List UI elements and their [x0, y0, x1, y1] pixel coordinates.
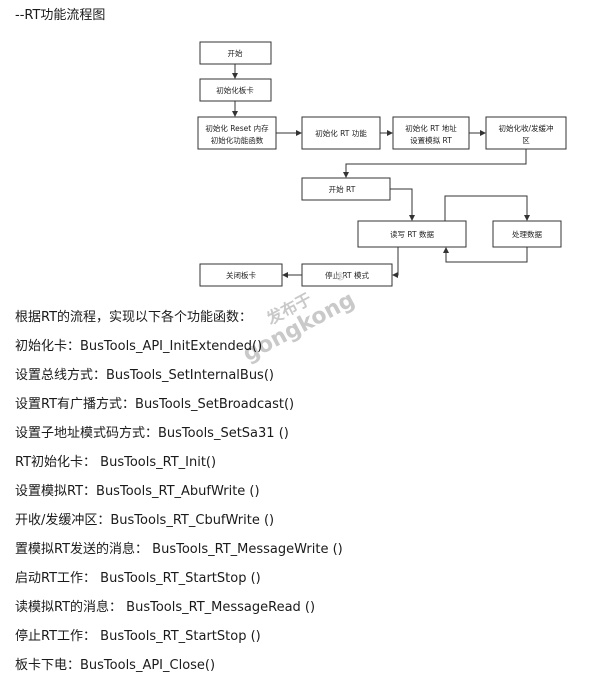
list-item: RT初始化卡： BusTools_RT_Init() — [15, 455, 217, 470]
node-init-rt — [301, 116, 381, 150]
edge-rw-stop — [392, 247, 399, 278]
node-rw-rt — [357, 220, 467, 248]
edge-process-rw — [443, 247, 528, 263]
edge-startrt-rw — [390, 188, 415, 221]
label-init-addr-2: 设置模拟 RT — [410, 135, 452, 145]
label-init-addr-1: 初始化 RT 地址 — [405, 123, 457, 133]
label-init-buf-2: 区 — [522, 136, 530, 145]
label-stop-rt: 停止 RT 模式 — [325, 270, 370, 280]
edge-buf-startrt — [343, 149, 527, 178]
list-item: 启动RT工作： BusTools_RT_StartStop () — [15, 571, 261, 586]
page-heading: --RT功能流程图 — [15, 8, 106, 23]
list-item: 开收/发缓冲区：BusTools_RT_CbufWrite () — [15, 513, 275, 528]
intro-text: 根据RT的流程，实现以下各个功能函数： — [15, 310, 253, 325]
label-close-card: 关闭板卡 — [226, 270, 256, 280]
list-item: 设置总线方式：BusTools_SetInternalBus() — [15, 368, 274, 383]
list-item: 读模拟RT的消息： BusTools_RT_MessageRead () — [15, 600, 316, 615]
list-item: 设置子地址模式码方式：BusTools_SetSa31 () — [15, 426, 289, 441]
edge-rw-process — [444, 195, 530, 221]
label-init-reset-2: 初始化功能函数 — [211, 135, 264, 145]
list-item: 置模拟RT发送的消息： BusTools_RT_MessageWrite () — [15, 542, 343, 557]
label-process: 处理数据 — [512, 229, 542, 239]
label-rw-rt: 读写 RT 数据 — [390, 229, 435, 239]
label-init-rt: 初始化 RT 功能 — [315, 128, 367, 138]
label-init-buf-1: 初始化收/发缓冲 — [498, 123, 553, 133]
list-item: 停止RT工作： BusTools_RT_StartStop () — [15, 629, 261, 644]
label-init-card: 初始化板卡 — [216, 85, 254, 95]
label-start: 开始 — [228, 48, 243, 58]
node-init-addr — [392, 116, 470, 150]
rt-flowchart: 开始 初始化板卡 初始化 Reset 内存 初始化功能函数 初始化 RT 功能 … — [197, 41, 567, 287]
list-item: 设置模拟RT：BusTools_RT_AbufWrite () — [15, 484, 260, 499]
list-item: 设置RT有广播方式：BusTools_SetBroadcast() — [15, 397, 295, 412]
label-start-rt: 开始 RT — [329, 184, 356, 194]
list-item: 板卡下电：BusTools_API_Close() — [15, 658, 216, 673]
list-item: 初始化卡：BusTools_API_InitExtended() — [15, 339, 263, 354]
label-init-reset-1: 初始化 Reset 内存 — [205, 123, 269, 133]
